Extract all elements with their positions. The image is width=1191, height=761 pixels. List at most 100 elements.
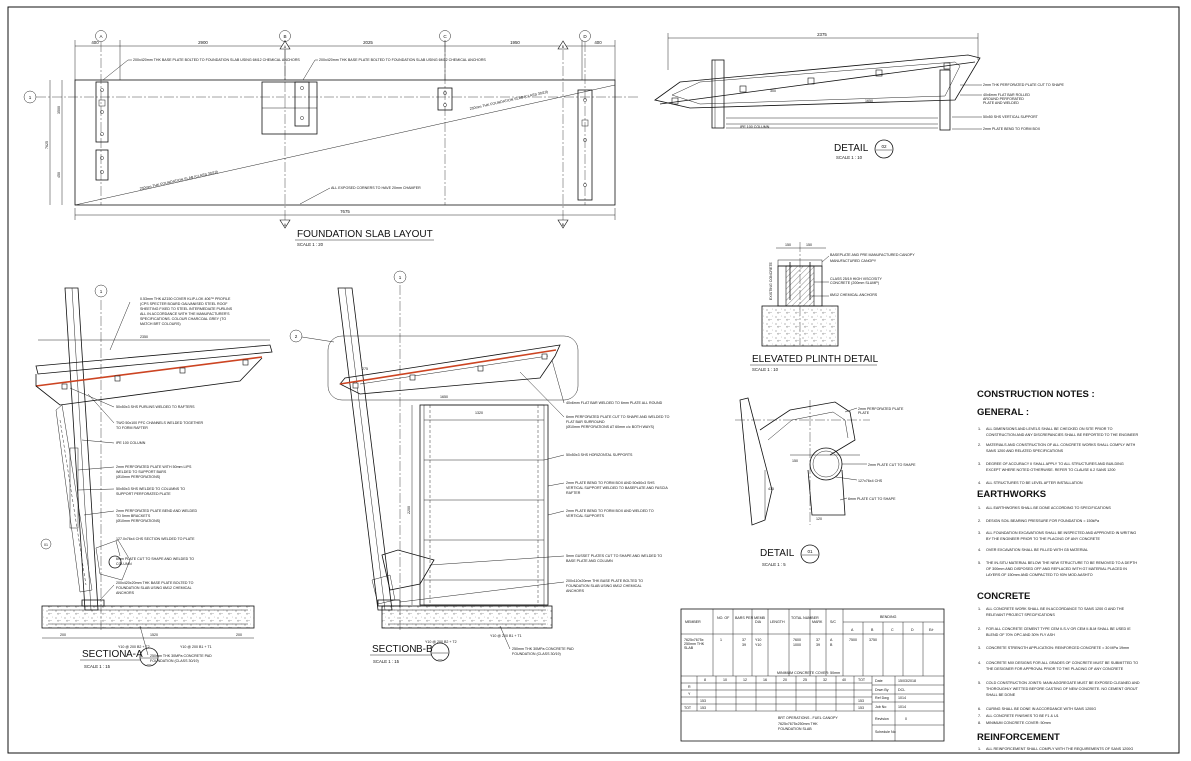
section-marker-b-bottom: B (557, 219, 569, 229)
detail02-number: 02 (881, 144, 887, 149)
plinth-title: ELEVATED PLINTH DETAIL (752, 354, 879, 365)
svg-text:FOUNDATION (CLASS 30/19): FOUNDATION (CLASS 30/19) (150, 659, 199, 663)
svg-text:IPE 100 COLUMN: IPE 100 COLUMN (740, 125, 770, 129)
svg-text:Y10: Y10 (755, 643, 761, 647)
svg-text:1014: 1014 (898, 705, 906, 709)
svg-text:3750: 3750 (869, 638, 877, 642)
detail02-top-dim: 2375 (817, 32, 827, 37)
svg-text:50x50x3 SHS WELDED TO COLUMNS: 50x50x3 SHS WELDED TO COLUMNS TO (116, 487, 185, 491)
svg-text:TO FORM RAFTER: TO FORM RAFTER (116, 426, 148, 430)
svg-text:200x110x20mm THK BASE PLATE BO: 200x110x20mm THK BASE PLATE BOLTED TO (566, 579, 643, 583)
svg-text:40x6mm FLAT BAR ROLLED: 40x6mm FLAT BAR ROLLED (983, 93, 1030, 97)
svg-text:7.: 7. (978, 714, 981, 718)
svg-text:Ref Dwg: Ref Dwg (875, 696, 889, 700)
svg-text:DESIGN SOIL BEARING PRESSURE F: DESIGN SOIL BEARING PRESSURE FOR FOUNDAT… (986, 519, 1100, 523)
svg-text:2mm PLATE BEND TO FORM BOX AND: 2mm PLATE BEND TO FORM BOX AND 50x50x3 S… (566, 481, 655, 485)
svg-text:275: 275 (362, 367, 368, 371)
svg-text:6.: 6. (978, 707, 981, 711)
svg-text:2: 2 (295, 334, 298, 339)
svg-text:AROUND PERFORATED: AROUND PERFORATED (983, 97, 1024, 101)
notes-general-list: 1.ALL DIMENSIONS AND LEVELS SHALL BE CHE… (978, 427, 1138, 485)
svg-text:BARS PER MEMB: BARS PER MEMB (735, 616, 766, 620)
svg-text:BLEND OF 70% OPC AND 30% FLY A: BLEND OF 70% OPC AND 30% FLY ASH (986, 633, 1055, 637)
svg-text:250mm THK: 250mm THK (684, 642, 705, 646)
notes-concrete-list: 1.ALL CONCRETE WORK SHALL BE IN ACCORDAN… (978, 607, 1140, 725)
section-b-grid-bubble-1: 1 (393, 270, 407, 284)
plan-dim-4: 1950 (510, 40, 520, 45)
svg-text:(Ø10mm PERFORATIONS): (Ø10mm PERFORATIONS) (116, 475, 160, 479)
plan-note-baseplate-b: 200x420mm THK BASE PLATE BOLTED TO FOUND… (302, 58, 486, 81)
svg-text:2.: 2. (978, 627, 981, 631)
svg-text:300: 300 (770, 89, 776, 93)
baseplate-d (577, 89, 593, 201)
section-b-b: 1 2 275 1650 2200 (289, 270, 670, 664)
svg-text:1000: 1000 (793, 643, 801, 647)
svg-text:01: 01 (44, 543, 48, 547)
svg-text:THE IN-SITU MATERIAL BELOW THE: THE IN-SITU MATERIAL BELOW THE NEW STRUC… (986, 561, 1137, 565)
svg-text:153: 153 (858, 706, 864, 710)
svg-text:150: 150 (806, 243, 812, 247)
section-a-label: SECTION (82, 649, 126, 660)
grid-bubble-d: D (579, 30, 591, 42)
plan-dim-3: 2025 (363, 40, 373, 45)
construction-notes: CONSTRUCTION NOTES : GENERAL : 1.ALL DIM… (977, 389, 1140, 751)
svg-text:3.: 3. (978, 646, 981, 650)
svg-text:CLASS 25/19 HIGH VISCOSITY: CLASS 25/19 HIGH VISCOSITY (830, 277, 883, 281)
svg-text:153: 153 (858, 699, 864, 703)
svg-text:MINIMUM CONCRETE COVER: 50mm: MINIMUM CONCRETE COVER: 50mm (777, 671, 840, 675)
plan-dim-2: 2900 (198, 40, 208, 45)
svg-text:32: 32 (823, 678, 827, 682)
svg-text:LENGTH: LENGTH (770, 620, 785, 624)
svg-text:7600: 7600 (793, 638, 801, 642)
svg-text:D: D (911, 628, 914, 632)
svg-text:ALL DIMENSIONS AND LEVELS SHAL: ALL DIMENSIONS AND LEVELS SHALL BE CHECK… (986, 427, 1113, 431)
svg-text:12: 12 (743, 678, 747, 682)
svg-text:4.: 4. (978, 481, 981, 485)
notes-general-heading: GENERAL : (977, 407, 1029, 418)
svg-text:(Ø10mm PERFORATIONS AT 60mm c/: (Ø10mm PERFORATIONS AT 60mm c/c BOTH WAY… (566, 425, 654, 429)
svg-text:39: 39 (742, 643, 746, 647)
svg-text:15/03/2018: 15/03/2018 (898, 679, 916, 683)
svg-text:127x76x4 CHS: 127x76x4 CHS (858, 479, 883, 483)
section-a-letters: A-A (126, 649, 143, 660)
svg-text:6mm PLATE CUT TO SHAPE AND WEL: 6mm PLATE CUT TO SHAPE AND WELDED TO (116, 557, 194, 561)
svg-text:A: A (830, 638, 833, 642)
section-b-scale: SCALE 1 : 15 (373, 659, 400, 664)
svg-text:200x420x20mm THK BASE PLATE BO: 200x420x20mm THK BASE PLATE BOLTED TO (116, 581, 194, 585)
svg-text:16: 16 (763, 678, 767, 682)
svg-text:—: — (147, 662, 152, 667)
svg-text:S/C: S/C (830, 620, 836, 624)
svg-text:1: 1 (720, 638, 722, 642)
svg-text:BENDING: BENDING (880, 615, 897, 619)
svg-text:2200: 2200 (407, 506, 411, 514)
svg-text:SPECIFICATIONS. COLOUR CHARCOA: SPECIFICATIONS. COLOUR CHARCOAL GREY (TO (140, 317, 226, 321)
svg-text:8: 8 (704, 678, 706, 682)
section-a-scale: SCALE 1 : 15 (84, 664, 111, 669)
notes-reinforcement-heading: REINFORCEMENT (977, 732, 1060, 743)
svg-text:Drwn By: Drwn By (875, 688, 889, 692)
svg-text:DCL: DCL (898, 688, 905, 692)
section-marker-b-top: B (557, 40, 569, 50)
svg-text:153: 153 (700, 706, 706, 710)
svg-text:1: 1 (100, 289, 103, 294)
svg-text:THE DESIGNER FOR APPROVAL PRIO: THE DESIGNER FOR APPROVAL PRIOR TO THE P… (986, 667, 1124, 671)
svg-text:1650: 1650 (440, 395, 448, 399)
svg-text:Date: Date (875, 679, 883, 683)
svg-text:MEMBER: MEMBER (685, 620, 701, 624)
grid-bubble-c: C (439, 30, 451, 42)
svg-text:3500: 3500 (57, 106, 61, 114)
svg-text:SANS 1200 AND RELATED SPECIFIC: SANS 1200 AND RELATED SPECIFICATIONS (986, 449, 1064, 453)
svg-text:FLAT BAR SURROUND: FLAT BAR SURROUND (566, 420, 605, 424)
svg-text:20: 20 (783, 678, 787, 682)
svg-text:250mm THK FOUNDATION SLAB (CLA: 250mm THK FOUNDATION SLAB (CLASS 30/19) (139, 170, 218, 191)
svg-text:MARK: MARK (812, 620, 823, 624)
svg-text:B: B (562, 223, 565, 227)
svg-text:450: 450 (57, 172, 61, 178)
svg-text:COLD CONSTRUCTION JOINTS: MAIN: COLD CONSTRUCTION JOINTS: MAIN AGGREGATE… (986, 681, 1140, 685)
svg-text:1: 1 (399, 275, 402, 280)
svg-text:ANCHORS: ANCHORS (566, 589, 585, 593)
svg-text:RAFTER: RAFTER (566, 491, 581, 495)
svg-text:2mm THK PERFORATED PLATE CUT T: 2mm THK PERFORATED PLATE CUT TO SHAPE (983, 83, 1064, 87)
svg-text:2mm PERFORATED PLATE: 2mm PERFORATED PLATE (858, 407, 904, 411)
